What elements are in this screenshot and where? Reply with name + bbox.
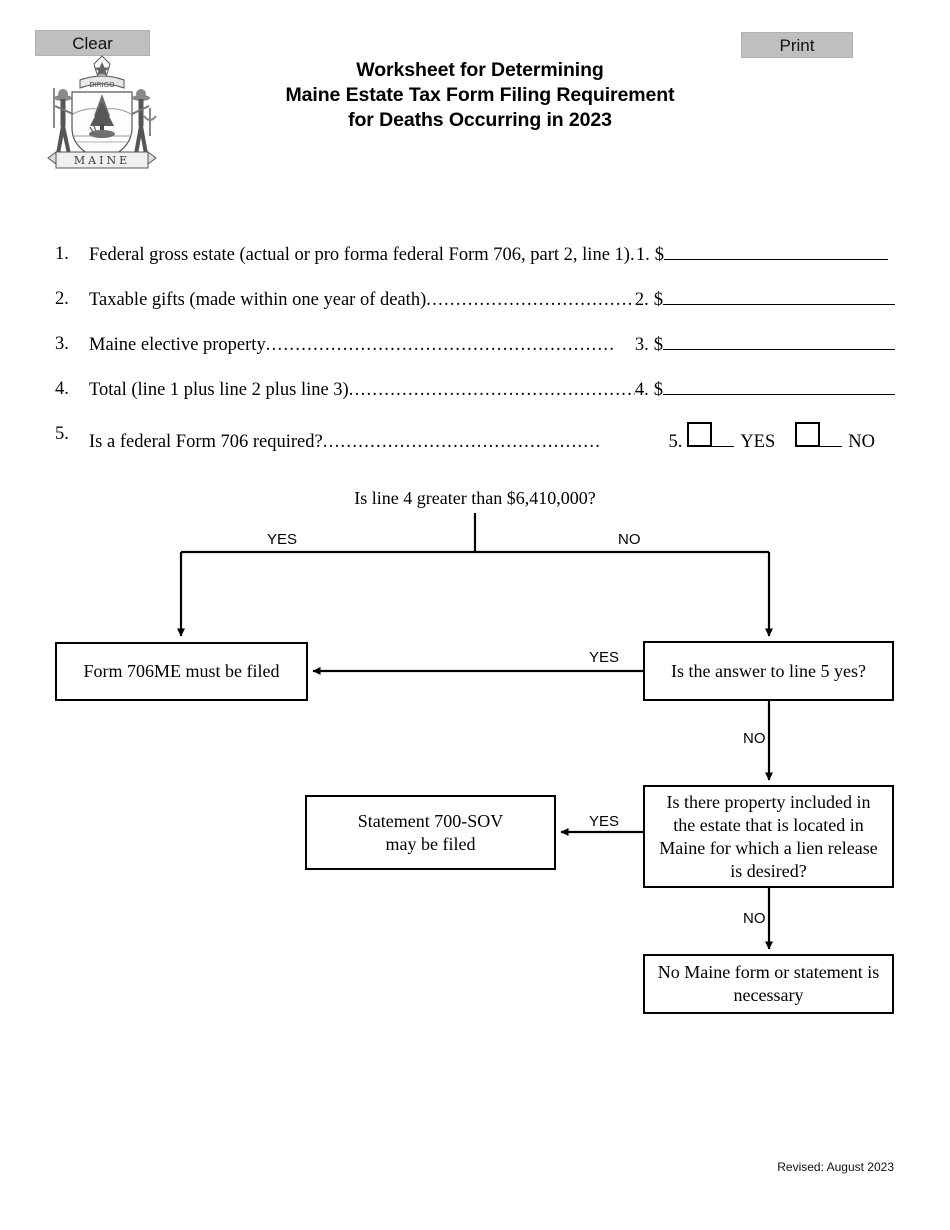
flow-box-lien-question-text: Is there property included in the estate… — [659, 791, 877, 883]
maine-state-seal-icon: DIRIGO — [46, 54, 158, 172]
statement-700-sov-line-1: Statement 700-SOV — [357, 810, 504, 831]
line-2-ref: 2. — [634, 290, 649, 310]
line-5-ref: 5. — [668, 432, 683, 452]
line-2-label: Taxable gifts (made within one year of d… — [89, 290, 427, 310]
flow-box-lien-question: Is there property included in the estate… — [643, 785, 894, 888]
flow-box-line5-question-text: Is the answer to line 5 yes? — [671, 660, 866, 681]
line-1-ref: 1. — [635, 245, 650, 265]
page-title: Worksheet for Determining Maine Estate T… — [200, 58, 760, 133]
line-5-no-checkbox[interactable] — [795, 422, 821, 447]
flow-box-form-706me: Form 706ME must be filed — [55, 642, 308, 701]
title-line-1: Worksheet for Determining — [356, 59, 604, 81]
line-3-currency: $ — [653, 335, 663, 355]
flow-box-form-706me-text: Form 706ME must be filed — [83, 661, 280, 681]
line-3-number: 3. — [55, 334, 69, 354]
line-1-leader: . — [629, 245, 636, 265]
title-line-2: Maine Estate Tax Form Filing Requirement — [285, 84, 675, 106]
flow-label-no-top: NO — [618, 531, 641, 548]
line-4-ref: 4. — [634, 380, 649, 400]
line-5-label: Is a federal Form 706 required? — [89, 432, 323, 452]
worksheet-line-1: 1. Federal gross estate (actual or pro f… — [55, 242, 895, 287]
flow-label-yes-top: YES — [267, 531, 298, 548]
flow-box-statement-700-sov-text: Statement 700-SOV may be filed — [358, 810, 504, 856]
flow-box-statement-700-sov: Statement 700-SOV may be filed — [305, 795, 556, 870]
lien-question-line-3: Maine for which a lien release — [659, 837, 878, 858]
line-3-input[interactable] — [663, 332, 895, 350]
lien-question-line-1: Is there property included in — [666, 791, 871, 812]
lien-question-line-2: the estate that is located in — [673, 814, 864, 835]
line-4-number: 4. — [55, 379, 69, 399]
statement-700-sov-line-2: may be filed — [385, 833, 476, 854]
line-1-label: Federal gross estate (actual or pro form… — [89, 245, 630, 265]
line-4-input[interactable] — [663, 377, 895, 395]
no-form-line-1: No Maine form or statement is — [657, 962, 880, 982]
line-4-leader: ........................................… — [348, 380, 635, 400]
flow-box-no-form-necessary: No Maine form or statement is necessary — [643, 954, 894, 1014]
line-5-number: 5. — [55, 424, 69, 444]
line-1-currency: $ — [654, 245, 664, 265]
line-2-leader: ........................................… — [426, 290, 635, 310]
flow-label-yes-mid: YES — [589, 649, 620, 666]
no-form-line-2: necessary — [733, 985, 804, 1005]
print-button[interactable]: Print — [741, 32, 853, 58]
line-2-number: 2. — [55, 289, 69, 309]
line-3-ref: 3. — [634, 335, 649, 355]
svg-text:MAINE: MAINE — [74, 154, 130, 167]
flow-box-no-form-necessary-text: No Maine form or statement is necessary — [658, 961, 879, 1007]
revised-date: Revised: August 2023 — [777, 1160, 894, 1174]
line-2-currency: $ — [653, 290, 663, 310]
line-5-no-label: NO — [848, 432, 875, 452]
line-5-leader: ........................................… — [322, 432, 602, 452]
line-5-yes-label: YES — [740, 432, 776, 452]
worksheet-lines: 1. Federal gross estate (actual or pro f… — [55, 242, 895, 467]
line-3-label: Maine elective property — [89, 335, 266, 355]
flowchart-top-question: Is line 4 greater than $6,410,000? — [354, 488, 596, 508]
line-3-leader: ........................................… — [265, 335, 616, 355]
line-4-label: Total (line 1 plus line 2 plus line 3) — [89, 380, 349, 400]
worksheet-line-4: 4. Total (line 1 plus line 2 plus line 3… — [55, 377, 895, 422]
worksheet-line-2: 2. Taxable gifts (made within one year o… — [55, 287, 895, 332]
flow-box-line5-question: Is the answer to line 5 yes? — [643, 641, 894, 701]
line-1-number: 1. — [55, 244, 69, 264]
line-5-yes-rule — [712, 431, 735, 447]
line-2-input[interactable] — [663, 287, 895, 305]
svg-text:DIRIGO: DIRIGO — [89, 81, 115, 89]
worksheet-line-5: 5. Is a federal Form 706 required? .....… — [55, 422, 895, 467]
line-1-input[interactable] — [664, 242, 888, 260]
worksheet-line-3: 3. Maine elective property .............… — [55, 332, 895, 377]
flow-label-no-mid: NO — [743, 730, 766, 747]
line-4-currency: $ — [653, 380, 663, 400]
line-5-yes-checkbox[interactable] — [687, 422, 713, 447]
clear-button[interactable]: Clear — [35, 30, 150, 56]
flow-label-no-low: NO — [743, 910, 766, 927]
lien-question-line-4: is desired? — [730, 860, 807, 881]
line-5-no-rule — [820, 431, 843, 447]
flow-label-yes-low: YES — [589, 813, 620, 830]
title-line-3: for Deaths Occurring in 2023 — [348, 109, 612, 131]
